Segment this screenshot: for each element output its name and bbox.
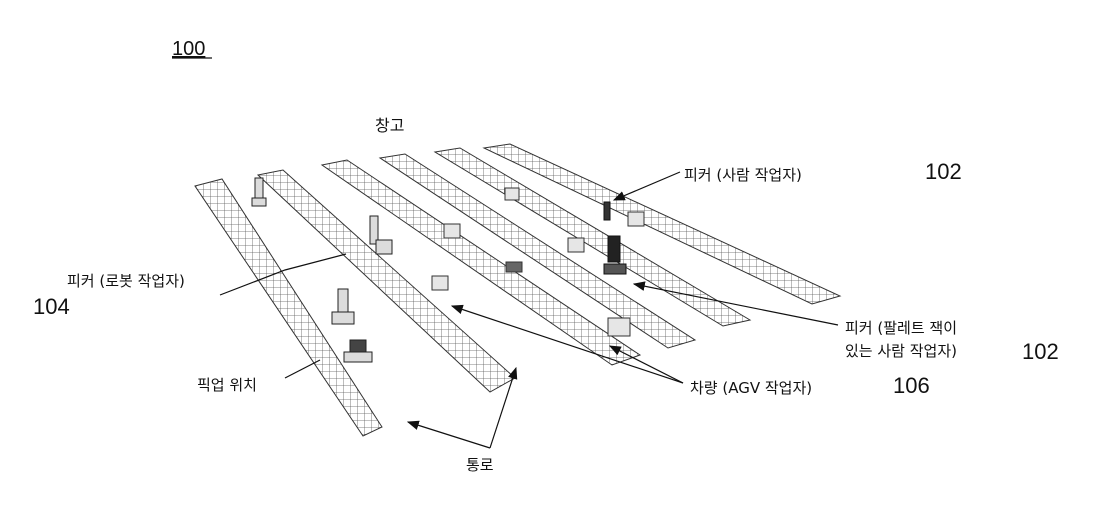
arrow-aisle-1: [408, 422, 490, 448]
label-aisle: 통로: [466, 456, 494, 474]
warehouse-label: 창고: [375, 116, 404, 135]
label-picker-pallet-line1: 피커 (팔레트 잭이: [845, 319, 957, 337]
leader-pick-location: [285, 360, 320, 378]
figure-number: 100: [172, 38, 205, 60]
label-picker-robot: 피커 (로봇 작업자): [67, 272, 185, 290]
label-picker-pallet-line2: 있는 사람 작업자): [845, 342, 957, 360]
label-picker-human: 피커 (사람 작업자): [684, 166, 802, 184]
ref-104: 104: [33, 294, 70, 319]
label-pick-location: 픽업 위치: [197, 376, 257, 394]
ref-106: 106: [893, 373, 930, 398]
ref-102-top: 102: [925, 159, 962, 184]
ref-102-bottom: 102: [1022, 339, 1059, 364]
shelf-row-1: [195, 179, 382, 436]
label-vehicle: 차량 (AGV 작업자): [690, 379, 812, 397]
arrow-picker-human: [614, 172, 680, 200]
arrow-vehicle-2: [610, 346, 683, 383]
